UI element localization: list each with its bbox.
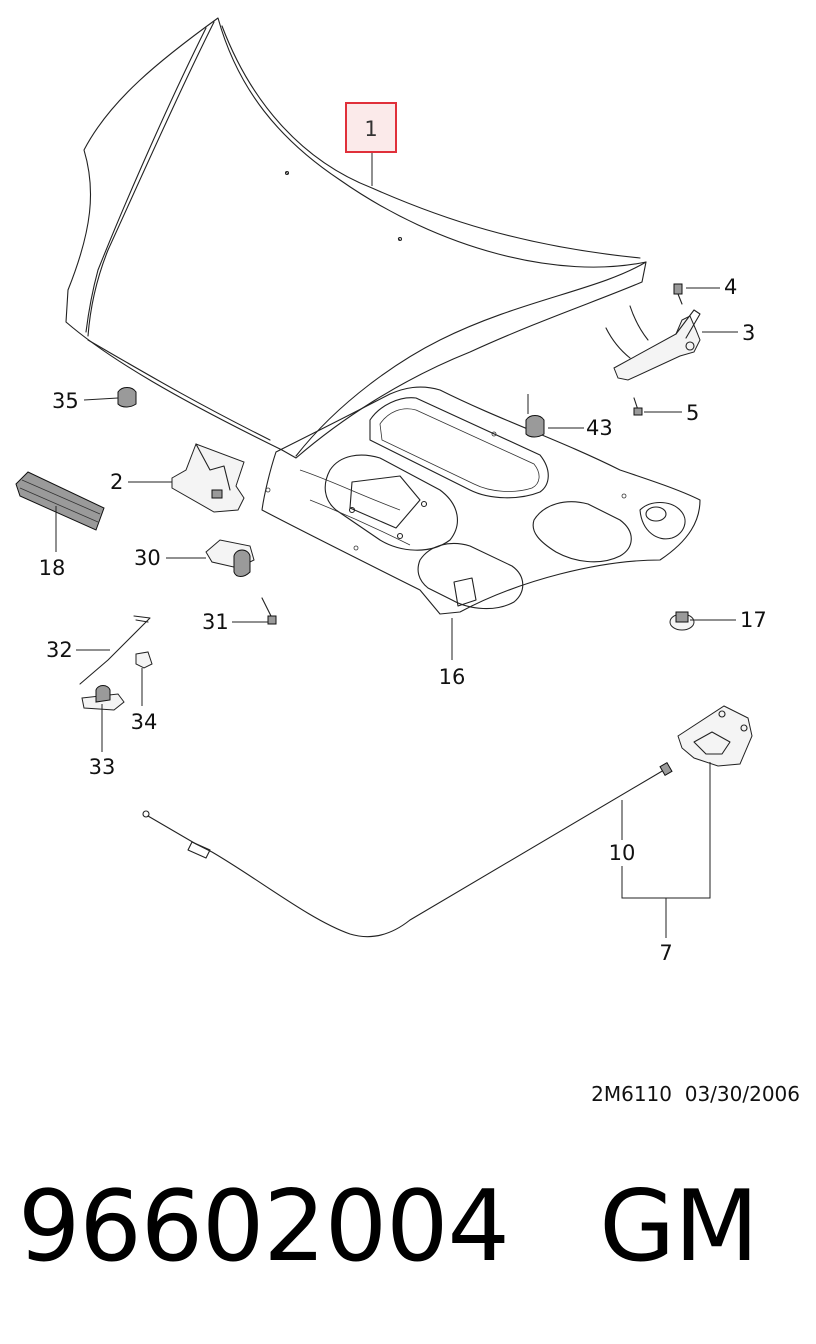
- callout-35: 35: [52, 389, 79, 413]
- part-number-caption: 96602004 GM: [18, 1170, 759, 1284]
- prop-mount-33: [81, 685, 125, 711]
- highlight-box: [345, 102, 397, 153]
- bumper-43: [525, 415, 545, 438]
- bumper-35: [117, 387, 137, 408]
- clip-34: [135, 651, 153, 669]
- grommet-17: [669, 611, 695, 631]
- callout-3: 3: [742, 321, 755, 345]
- callout-2: 2: [110, 470, 123, 494]
- callout-18: 18: [39, 556, 66, 580]
- callout-30: 30: [134, 546, 161, 570]
- callout-32: 32: [46, 638, 73, 662]
- hood-hinge: [605, 305, 701, 381]
- callout-43: 43: [586, 416, 613, 440]
- weatherstrip-18: [15, 471, 105, 531]
- callout-1: 1: [364, 117, 377, 141]
- callout-17: 17: [740, 608, 767, 632]
- callout-33: 33: [89, 755, 116, 779]
- bolt-5: [633, 397, 643, 416]
- callout-5: 5: [686, 401, 699, 425]
- hood-inner-panel: [261, 386, 701, 615]
- callout-31: 31: [202, 610, 229, 634]
- diagram-reference: 2M6110 03/30/2006: [591, 1082, 800, 1106]
- support-30: [205, 539, 255, 577]
- callout-4: 4: [724, 275, 737, 299]
- screw-31: [261, 597, 277, 625]
- hood-panel: [65, 17, 647, 459]
- striker-2: [171, 443, 245, 513]
- leader-lines: [55, 152, 738, 938]
- hood-latch-7: [677, 705, 753, 767]
- callout-16: 16: [439, 665, 466, 689]
- callout-7: 7: [659, 941, 672, 965]
- callout-34: 34: [131, 710, 158, 734]
- callout-10: 10: [609, 841, 636, 865]
- bolt-4: [673, 283, 683, 305]
- release-cable-10: [142, 761, 673, 938]
- prop-rod-32: [79, 615, 151, 685]
